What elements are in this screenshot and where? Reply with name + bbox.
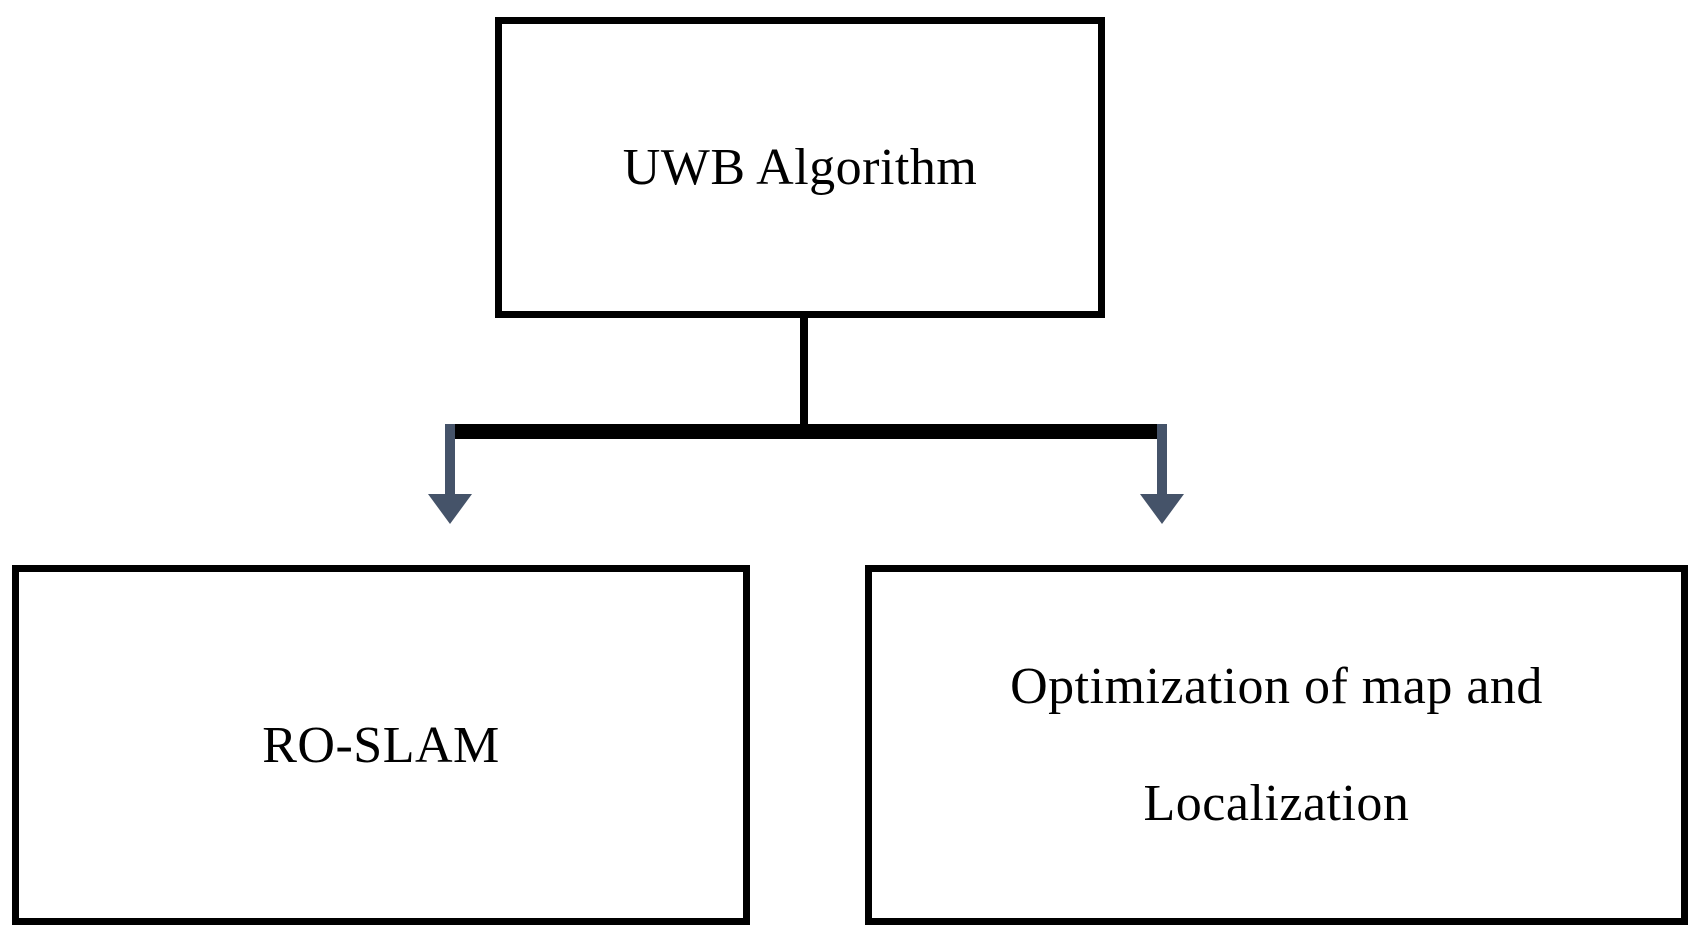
node-optimization-label: Optimization of map and Localization (1010, 658, 1543, 832)
node-optimization-of-map-and-localization[interactable]: Optimization of map and Localization (865, 565, 1688, 925)
node-uwb-algorithm[interactable]: UWB Algorithm (495, 17, 1105, 318)
arrow-down-icon (428, 424, 472, 524)
node-ro-slam[interactable]: RO-SLAM (12, 565, 750, 925)
arrow-to-optimization (1140, 424, 1184, 526)
arrow-to-ro-slam (428, 424, 472, 526)
connector-horizontal-bar (449, 424, 1167, 439)
connector-vertical-trunk (800, 315, 808, 431)
node-ro-slam-label: RO-SLAM (262, 716, 500, 774)
node-uwb-algorithm-label: UWB Algorithm (622, 139, 978, 196)
arrow-down-icon (1140, 424, 1184, 524)
